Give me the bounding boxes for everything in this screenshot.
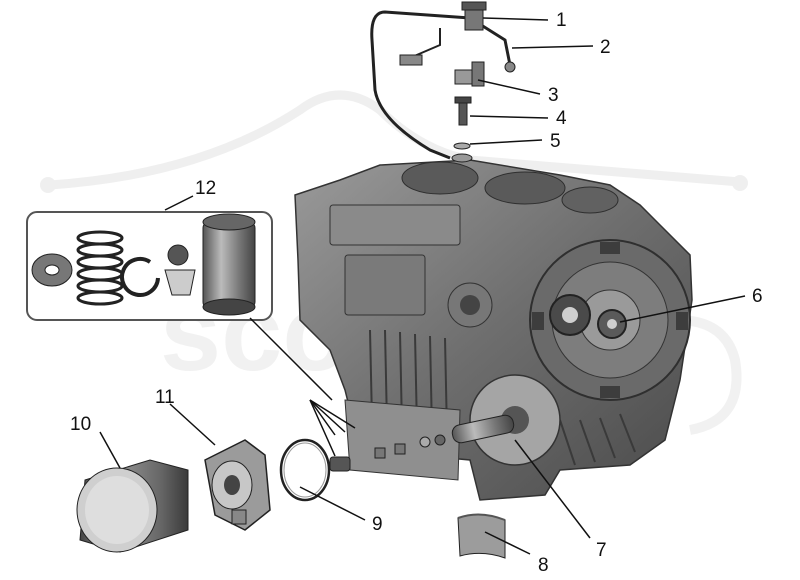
oil-pipe: [370, 10, 512, 160]
part-9-o-ring: [279, 438, 331, 502]
callout-8: 8: [538, 555, 549, 576]
part-10-oil-filter: [76, 459, 189, 553]
callout-labels: 1 2 3 4 5 6 7 8 9 10 11 12: [70, 10, 763, 576]
callout-1: 1: [556, 10, 567, 31]
engine-block: [294, 159, 693, 501]
callout-11: 11: [155, 387, 175, 408]
part-8-bearing-shell: [457, 513, 506, 559]
part-12-relief-valve-kit: [26, 211, 273, 321]
part-7-shaft: [451, 414, 515, 444]
part-2-oil-line: [504, 61, 516, 73]
callout-12: 12: [195, 178, 216, 199]
callout-9: 9: [372, 514, 383, 535]
plug-fittings: [329, 434, 446, 472]
callout-5: 5: [550, 131, 561, 152]
part-6-oil-pump-rotor: [549, 294, 627, 339]
part-1-banjo-fitting: [461, 1, 487, 31]
part-11-filter-adapter: [204, 439, 271, 531]
leader-lines: [99, 17, 746, 555]
callout-4: 4: [556, 108, 567, 129]
part-3-banjo-bolt: [399, 54, 485, 87]
callout-6: 6: [752, 286, 763, 307]
callout-7: 7: [596, 540, 607, 561]
callout-3: 3: [548, 85, 559, 106]
callout-2: 2: [600, 37, 611, 58]
callout-10: 10: [70, 414, 91, 435]
part-5-washer: [451, 142, 473, 163]
part-4-screw: [454, 96, 472, 126]
